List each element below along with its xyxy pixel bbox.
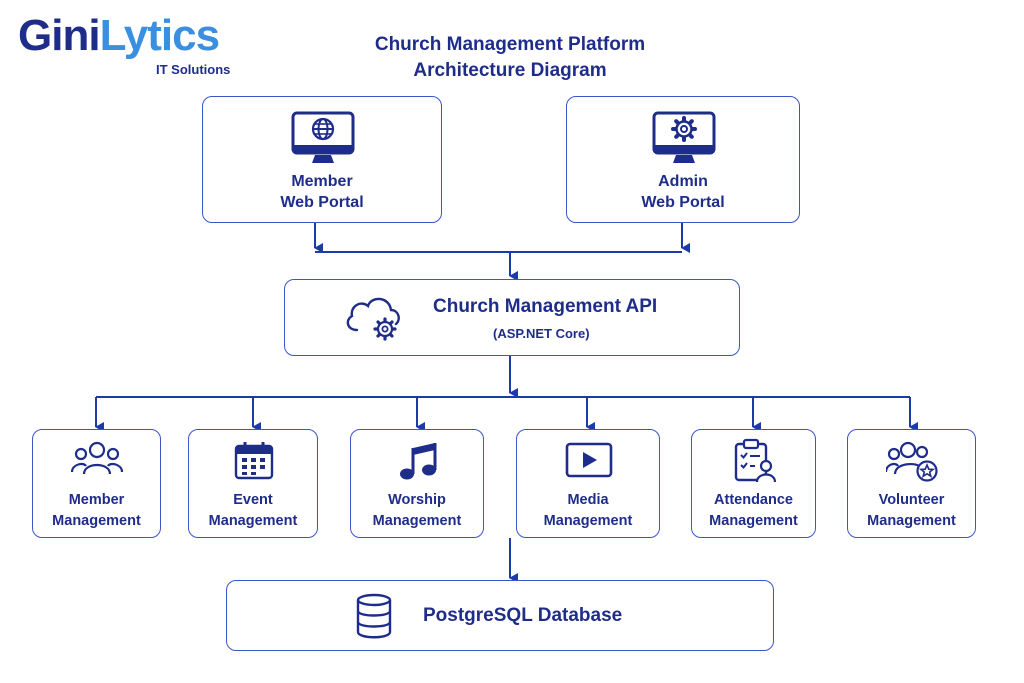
service-box-member: Member Management: [32, 429, 161, 538]
postgresql-database-box: PostgreSQL Database: [226, 580, 774, 651]
title-line-1: Church Management Platform: [374, 34, 646, 55]
api-subtitle: (ASP.NET Core): [493, 326, 590, 341]
admin-web-portal-box: Admin Web Portal: [566, 96, 800, 223]
logo: GiniLytics IT Solutions: [18, 10, 248, 80]
member-web-portal-box: Member Web Portal: [202, 96, 442, 223]
service-label-event: Event Management: [208, 492, 298, 529]
service-label-media: Media Management: [543, 492, 633, 529]
admin-web-portal-label: Admin Web Portal: [641, 173, 725, 211]
title-line-2: Architecture Diagram: [413, 60, 607, 81]
service-box-media: Media Management: [516, 429, 660, 538]
service-box-attendance: Attendance Management: [691, 429, 816, 538]
service-box-volunteer: Volunteer Management: [847, 429, 976, 538]
gear-monitor-icon: [652, 111, 716, 163]
play-icon: [565, 442, 613, 478]
service-box-event: Event Management: [188, 429, 318, 538]
database-label: PostgreSQL Database: [423, 605, 623, 626]
service-label-worship: Worship Management: [372, 492, 462, 529]
people-icon: [70, 441, 124, 475]
logo-wordmark: GiniLytics: [18, 11, 220, 60]
member-web-portal-label: Member Web Portal: [280, 173, 364, 211]
calendar-icon: [234, 442, 274, 480]
globe-monitor-icon: [291, 111, 355, 163]
service-label-member: Member Management: [52, 492, 141, 529]
database-icon: [356, 593, 392, 639]
cloud-gear-icon: [346, 297, 400, 341]
music-note-icon: [400, 443, 437, 480]
people-star-icon: [886, 441, 938, 482]
service-label-volunteer: Volunteer Management: [867, 492, 956, 529]
logo-subtitle: IT Solutions: [156, 62, 231, 77]
service-box-worship: Worship Management: [350, 429, 484, 538]
clipboard-person-icon: [734, 438, 777, 483]
service-label-attendance: Attendance Management: [709, 492, 798, 529]
church-management-api-box: Church Management API (ASP.NET Core): [284, 279, 740, 356]
diagram-title: Church Management Platform Architecture …: [350, 32, 670, 84]
api-title: Church Management API: [433, 296, 658, 317]
